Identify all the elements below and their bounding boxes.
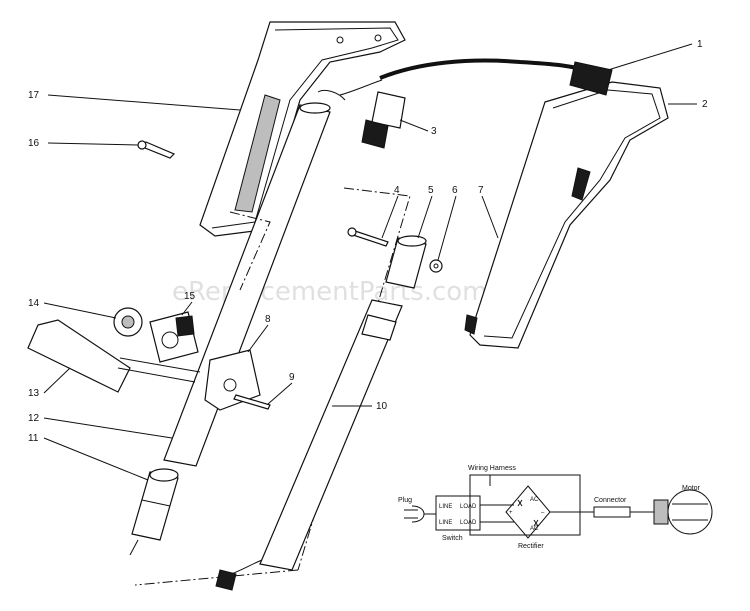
callout-10: 10 — [332, 401, 388, 412]
callout-11: 11 — [28, 433, 149, 481]
svg-text:15: 15 — [184, 291, 196, 302]
callout-15: 15 — [181, 291, 196, 316]
svg-text:AC: AC — [530, 497, 539, 503]
callout-14: 14 — [28, 298, 117, 319]
connector-label: Connector — [594, 497, 627, 504]
switch-label: Switch — [442, 535, 463, 542]
svg-text:9: 9 — [289, 372, 295, 383]
svg-text:16: 16 — [28, 138, 40, 149]
svg-text:2: 2 — [702, 99, 708, 110]
svg-text:–: – — [541, 510, 545, 516]
callout-13: 13 — [28, 367, 71, 399]
svg-text:17: 17 — [28, 90, 40, 101]
wiring-schematic: Wiring Harness Plug LINE LOAD LINE LOAD … — [398, 465, 713, 550]
callout-9: 9 — [267, 372, 295, 405]
connector-symbol — [593, 506, 631, 518]
svg-text:7: 7 — [478, 185, 484, 196]
handle-half-left — [199, 21, 406, 237]
screw-4 — [347, 227, 389, 247]
svg-text:6: 6 — [452, 185, 458, 196]
svg-text:12: 12 — [28, 413, 40, 424]
nozzle-bar — [27, 319, 201, 393]
callout-8: 8 — [247, 314, 271, 353]
tube-upper — [163, 89, 346, 467]
svg-text:10: 10 — [376, 401, 388, 412]
grip-sleeve — [129, 468, 179, 556]
tube-lower — [215, 299, 403, 591]
svg-text:3: 3 — [431, 126, 437, 137]
callout-1: 1 — [607, 39, 703, 71]
power-cord — [339, 58, 613, 96]
motor-label: Motor — [682, 485, 701, 492]
wiring-harness-label: Wiring Harness — [468, 465, 516, 472]
nut — [429, 259, 443, 273]
switch — [361, 91, 406, 149]
svg-text:AC: AC — [530, 526, 539, 532]
knob — [113, 307, 143, 337]
callout-17: 17 — [28, 90, 241, 111]
svg-text:LINE: LINE — [439, 504, 452, 510]
switch-box — [435, 495, 481, 531]
callout-12: 12 — [28, 413, 173, 439]
svg-text:13: 13 — [28, 388, 40, 399]
plug-symbol — [404, 505, 425, 523]
svg-text:LINE: LINE — [439, 520, 452, 526]
rectifier-label: Rectifier — [518, 543, 544, 550]
svg-text:1: 1 — [697, 39, 703, 50]
svg-text:11: 11 — [28, 433, 39, 444]
handle-half-right — [464, 81, 669, 349]
svg-text:LOAD: LOAD — [460, 504, 477, 510]
callout-2: 2 — [668, 99, 708, 110]
motor-brush — [653, 499, 669, 525]
rectifier-bridge — [505, 485, 551, 539]
clamp-assembly — [149, 311, 199, 363]
screw-16 — [137, 140, 176, 159]
motor-symbol — [667, 489, 713, 535]
callout-3: 3 — [399, 119, 437, 137]
callout-6: 6 — [437, 185, 458, 261]
svg-text:8: 8 — [265, 314, 271, 325]
callout-5: 5 — [417, 185, 434, 239]
svg-text:+: + — [509, 510, 513, 516]
svg-text:4: 4 — [394, 185, 400, 196]
svg-text:14: 14 — [28, 298, 40, 309]
pin — [233, 394, 271, 410]
bracket — [204, 349, 261, 411]
plug-label: Plug — [398, 497, 412, 504]
callout-4: 4 — [381, 185, 400, 239]
svg-text:5: 5 — [428, 185, 434, 196]
watermark: eReplacementParts.com — [172, 277, 488, 307]
coupler — [385, 235, 427, 289]
callout-16: 16 — [28, 138, 139, 149]
svg-text:LOAD: LOAD — [460, 520, 477, 526]
callout-7: 7 — [478, 185, 499, 239]
